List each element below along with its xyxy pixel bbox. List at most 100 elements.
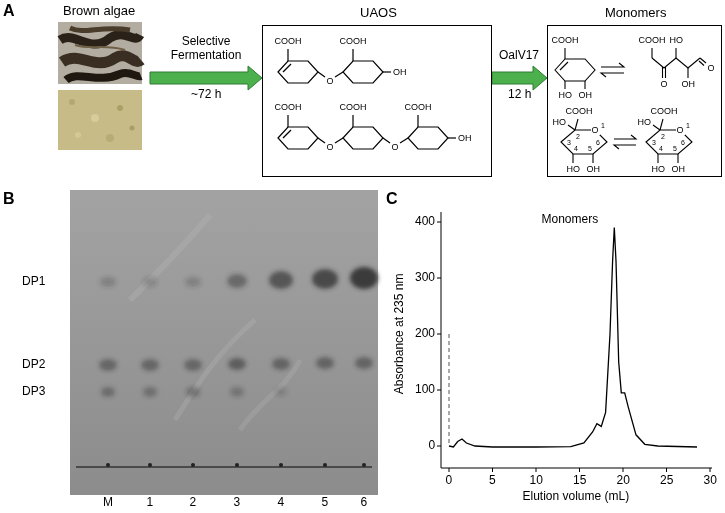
bond <box>657 154 658 163</box>
spot <box>143 387 157 397</box>
spot <box>312 269 338 289</box>
monomer-box: Monomers <box>547 25 722 177</box>
application-point <box>323 463 327 467</box>
spot <box>350 267 378 289</box>
peak-label: Monomers <box>542 213 599 227</box>
chem-label: COOH <box>405 103 432 112</box>
bond <box>417 115 418 127</box>
bond <box>584 81 585 89</box>
kelp-strand <box>62 56 141 63</box>
bond <box>592 154 593 163</box>
bond <box>335 72 343 77</box>
lane-label: 3 <box>234 496 241 510</box>
axis-tick-label: 25 <box>660 474 673 488</box>
application-point <box>191 463 195 467</box>
axis-tick-label: 0 <box>429 439 436 453</box>
axis-tick-label: 200 <box>415 327 435 341</box>
sugar-ring <box>278 61 318 83</box>
spot <box>185 277 201 287</box>
bond <box>653 125 660 130</box>
spot <box>143 277 157 287</box>
bond <box>572 154 573 163</box>
x-axis <box>441 468 712 469</box>
chem-label: O <box>661 80 668 89</box>
powder-photo <box>58 90 142 150</box>
spot <box>316 357 334 369</box>
y-ticks <box>437 222 441 446</box>
node-heading: Brown algae <box>63 4 135 19</box>
axis-tick-label: 5 <box>489 474 496 488</box>
double-bond <box>699 61 704 66</box>
y-axis <box>441 212 442 468</box>
bond <box>448 137 456 138</box>
bond <box>575 119 578 130</box>
powder-grain <box>130 126 135 131</box>
bond <box>687 68 688 78</box>
chem-label: COOH <box>552 36 579 45</box>
axis-title: Absorbance at 235 nm <box>393 274 407 395</box>
injection-marker <box>449 334 450 446</box>
x-ticks <box>449 468 710 472</box>
atom-number: 1 <box>686 122 690 129</box>
plate-streak <box>130 215 210 300</box>
atom-number: 5 <box>673 145 677 152</box>
bond <box>568 125 575 130</box>
plate-ground <box>70 190 378 495</box>
chem-label: HO <box>652 165 666 174</box>
atom-number: 2 <box>576 133 580 140</box>
algae-panel: Brown algae <box>48 2 150 154</box>
axis-tick-label: 300 <box>415 271 435 285</box>
sugar-ring <box>555 59 595 81</box>
bond <box>352 49 353 61</box>
chem-label: OH <box>672 165 686 174</box>
panel-letter: A <box>3 2 15 20</box>
equilibrium-arrow <box>601 73 624 77</box>
chem-label: O <box>676 126 685 135</box>
double-bond <box>283 130 291 138</box>
chem-label: O <box>707 64 716 73</box>
seaweed-photo <box>58 22 142 84</box>
lane-label: M <box>103 496 113 510</box>
atom-number: 3 <box>567 139 571 146</box>
kelp-strand <box>66 73 141 80</box>
chem-label: O <box>326 143 335 152</box>
bond <box>318 138 325 143</box>
chem-label: HO <box>638 118 652 127</box>
spot <box>227 274 247 288</box>
bond <box>335 138 343 143</box>
spot <box>355 357 373 369</box>
spot <box>100 277 116 287</box>
kelp-strand <box>60 35 140 44</box>
spot <box>141 359 159 371</box>
equilibrium-arrow <box>601 63 624 67</box>
spot <box>228 358 246 370</box>
bond <box>287 115 288 127</box>
sugar-ring <box>408 127 448 149</box>
monomer-structures <box>555 48 706 163</box>
bond <box>564 48 565 59</box>
bond <box>675 48 676 58</box>
sugar-ring <box>646 130 692 154</box>
atom-number: 5 <box>588 145 592 152</box>
chem-label: O <box>391 143 400 152</box>
lane-label: 5 <box>322 496 329 510</box>
axis-tick-label: 100 <box>415 383 435 397</box>
band-label: DP1 <box>22 275 45 289</box>
panel-letter: C <box>386 190 398 208</box>
chem-label: COOH <box>340 37 367 46</box>
sugar-ring <box>561 130 607 154</box>
origin-line <box>76 466 372 468</box>
powder-grain <box>91 114 99 122</box>
time-label: 12 h <box>508 88 531 102</box>
chem-label: O <box>591 126 600 135</box>
chem-label: COOH <box>566 107 593 116</box>
chem-label: COOH <box>651 107 678 116</box>
oligosaccharide-box: UAOS <box>262 25 492 177</box>
chem-label: OH <box>579 91 593 100</box>
chromatogram-trace <box>449 228 697 447</box>
uaos-structures <box>278 49 456 149</box>
spot <box>272 358 290 370</box>
chem-label: OH <box>587 165 601 174</box>
application-point <box>279 463 283 467</box>
